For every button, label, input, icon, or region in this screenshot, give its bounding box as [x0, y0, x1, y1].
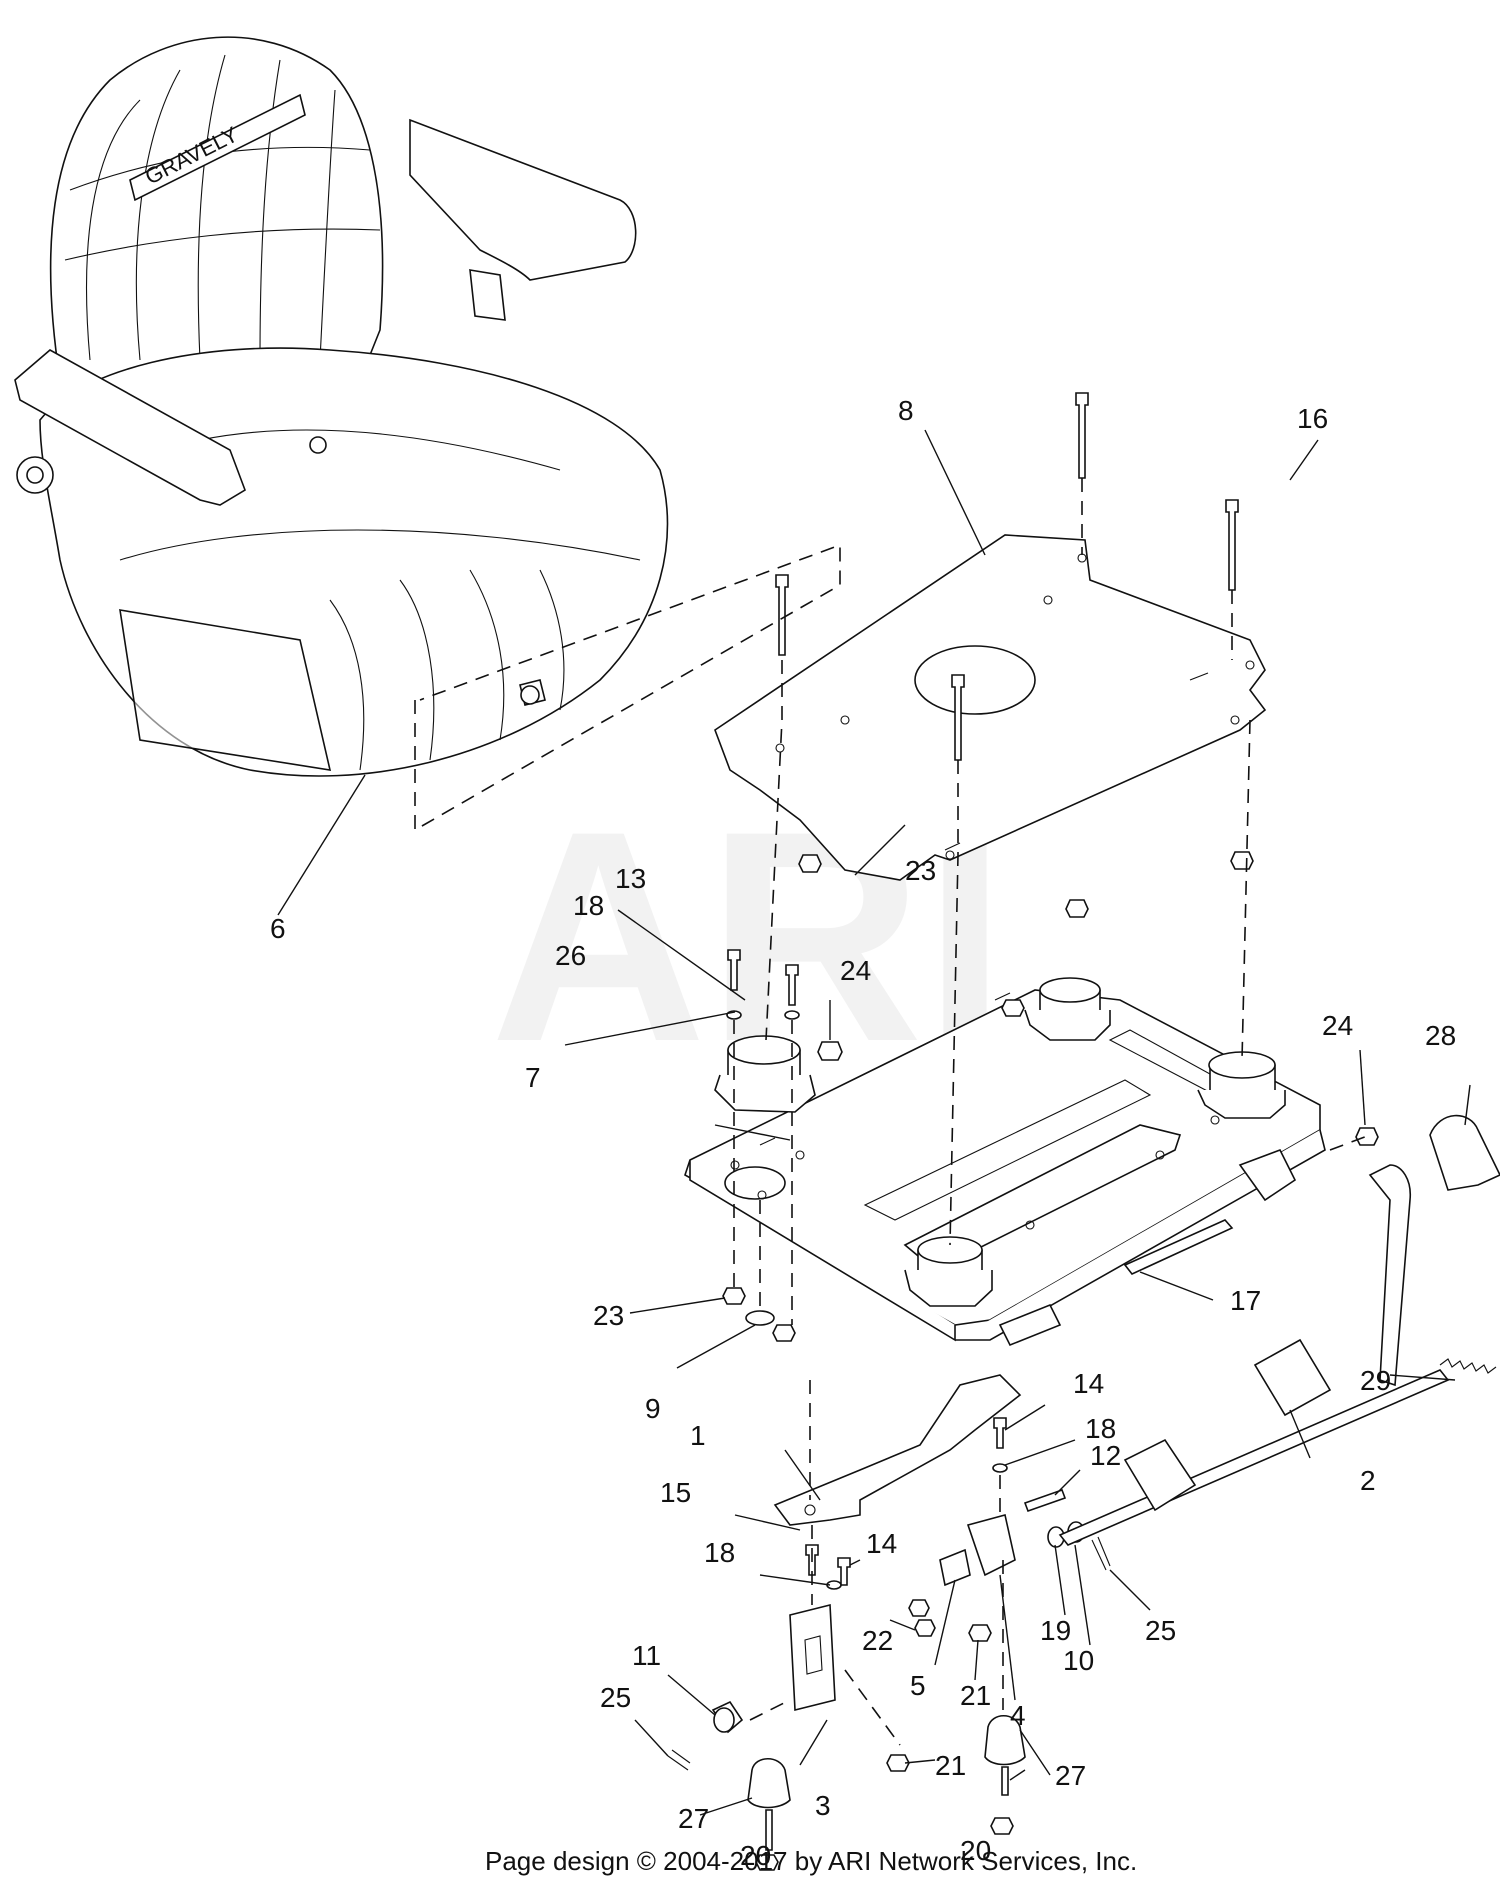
- suspension-frame: [684, 989, 1326, 1342]
- linkage-parts: [773, 1164, 1450, 1712]
- callout-4: 4: [1010, 1700, 1026, 1731]
- callout-23: 23: [905, 855, 936, 886]
- callout-labels: 16 8 23 6 13 18 24 26 7 24 28 17 23 9 14…: [270, 395, 1456, 1871]
- callout-19: 19: [1040, 1615, 1071, 1646]
- callout-18: 18: [704, 1537, 735, 1568]
- callout-28: 28: [1425, 1020, 1456, 1051]
- callout-3: 3: [815, 1790, 831, 1821]
- callout-24: 24: [1322, 1010, 1353, 1041]
- callout-11: 11: [632, 1640, 661, 1671]
- seat-assembly: GRAVELY: [14, 36, 669, 777]
- callout-25: 25: [600, 1682, 631, 1713]
- callout-14: 14: [1073, 1368, 1104, 1399]
- callout-26: 26: [555, 940, 586, 971]
- callout-12: 12: [1090, 1440, 1121, 1471]
- callout-7: 7: [525, 1062, 541, 1093]
- callout-21: 21: [960, 1680, 991, 1711]
- callout-9: 9: [645, 1393, 661, 1424]
- callout-20: 20: [960, 1835, 991, 1866]
- callout-16: 16: [1297, 403, 1328, 434]
- callout-20: 20: [740, 1840, 771, 1871]
- callout-23: 23: [593, 1300, 624, 1331]
- callout-10: 10: [1063, 1645, 1094, 1676]
- callout-5: 5: [910, 1670, 926, 1701]
- callout-14: 14: [866, 1528, 897, 1559]
- assembly-guide-lines: [414, 478, 1371, 1746]
- callout-21: 21: [935, 1750, 966, 1781]
- callout-leaders: [277, 429, 1471, 1816]
- callout-2: 2: [1360, 1465, 1376, 1496]
- callout-29: 29: [1360, 1365, 1391, 1396]
- callout-13: 13: [615, 863, 646, 894]
- mounting-plate: [714, 534, 1267, 881]
- callout-24: 24: [840, 955, 871, 986]
- rubber-isolator-mounts: [714, 977, 1286, 1307]
- callout-18: 18: [573, 890, 604, 921]
- callout-15: 15: [660, 1477, 691, 1508]
- hardware: [667, 392, 1500, 1871]
- callout-22: 22: [862, 1625, 893, 1656]
- callout-18: 18: [1085, 1413, 1116, 1444]
- callout-27: 27: [1055, 1760, 1086, 1791]
- callout-8: 8: [898, 395, 914, 426]
- copyright-footer: Page design © 2004-2017 by ARI Network S…: [485, 1846, 1137, 1876]
- callout-1: 1: [690, 1420, 706, 1451]
- callout-25: 25: [1145, 1615, 1176, 1646]
- callout-17: 17: [1230, 1285, 1261, 1316]
- callout-27: 27: [678, 1803, 709, 1834]
- callout-6: 6: [270, 913, 286, 944]
